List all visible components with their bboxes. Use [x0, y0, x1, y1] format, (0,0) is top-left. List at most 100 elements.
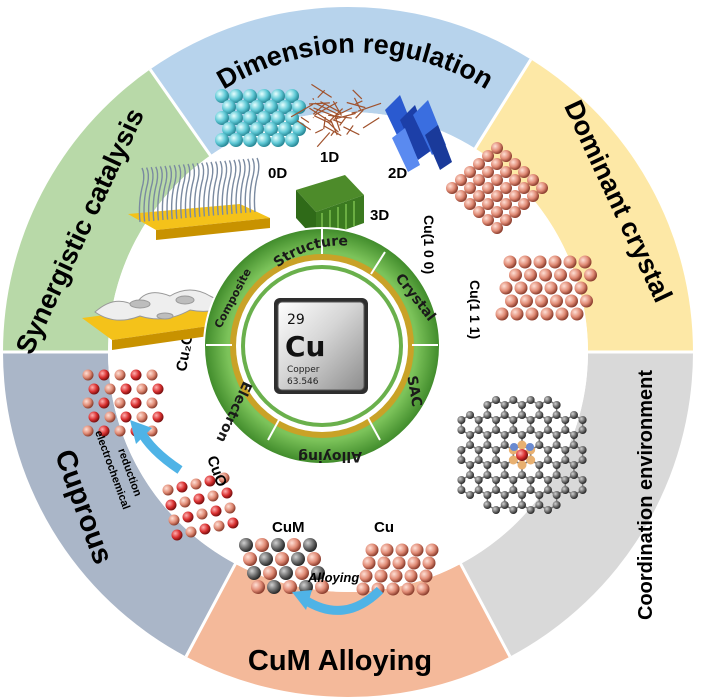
cu-atom	[520, 295, 533, 308]
carbon-atom	[553, 401, 561, 409]
carbon-atom	[570, 441, 578, 449]
inner-label-alloying: Alloying	[298, 448, 362, 464]
carbon-atom	[509, 506, 517, 514]
cu-atom	[518, 182, 530, 194]
label-alloying-arrow: Alloying	[307, 570, 359, 585]
carbon-atom	[561, 446, 569, 454]
carbon-atom	[475, 416, 483, 424]
carbon-atom	[518, 431, 526, 439]
carbon-atom	[509, 426, 517, 434]
cu-atom	[565, 295, 578, 308]
carbon-atom	[483, 411, 491, 419]
cu-atom	[482, 214, 494, 226]
cu2o-atom	[121, 412, 132, 423]
alloy-atom	[275, 552, 289, 566]
cu2o-atom	[131, 370, 142, 381]
carbon-atom	[570, 431, 578, 439]
carbon-atom	[466, 411, 474, 419]
cu-atom	[518, 198, 530, 210]
cu-atom	[564, 256, 577, 269]
cu-atom	[455, 174, 467, 186]
cu-atom	[482, 150, 494, 162]
carbon-atom	[483, 401, 491, 409]
cu2o-atom	[137, 384, 148, 395]
cu-atom	[411, 544, 424, 557]
cu-atom	[584, 269, 597, 282]
cu-atom	[519, 256, 532, 269]
carbon-atom	[501, 411, 509, 419]
cu-atom	[473, 158, 485, 170]
carbon-atom	[457, 446, 465, 454]
cu-atom	[381, 544, 394, 557]
carbon-atom	[457, 486, 465, 494]
carbon-atom	[483, 501, 491, 509]
cu-atom	[556, 308, 569, 321]
carbon-atom	[517, 461, 526, 470]
label-cu100: Cu(1 0 0)	[421, 215, 437, 274]
carbon-atom	[466, 491, 474, 499]
cu-atom	[375, 570, 388, 583]
carbon-atom	[466, 441, 474, 449]
alloy-atom	[279, 566, 293, 580]
cuo-atom	[191, 479, 202, 490]
cu-atom	[482, 198, 494, 210]
carbon-atom	[475, 476, 483, 484]
cuo-atom	[225, 503, 236, 514]
label-cum: CuM	[272, 519, 305, 536]
carbon-atom	[544, 486, 552, 494]
carbon-atom	[535, 431, 543, 439]
cu2o-atom	[83, 370, 94, 381]
carbon-atom	[509, 416, 517, 424]
cu-atom	[509, 190, 521, 202]
cu-atom	[541, 308, 554, 321]
cu-atom	[527, 174, 539, 186]
cu-atom	[571, 308, 584, 321]
cuo-atom	[228, 518, 239, 529]
cuo-atom	[222, 488, 233, 499]
cu-atom	[504, 256, 517, 269]
carbon-atom	[553, 471, 561, 479]
cu-atom	[464, 182, 476, 194]
carbon-atom	[492, 486, 500, 494]
carbon-atom	[518, 491, 526, 499]
cuo-atom	[186, 527, 197, 538]
cu-atom	[534, 256, 547, 269]
alloy-atom	[263, 566, 277, 580]
cuo-atom	[169, 515, 180, 526]
cuo-atom	[194, 494, 205, 505]
alloy-atom	[251, 580, 265, 594]
alloy-atom	[307, 552, 321, 566]
cu2o-atom	[89, 384, 100, 395]
carbon-atom	[579, 476, 587, 484]
carbon-atom	[544, 446, 552, 454]
element-name: Copper	[287, 365, 320, 375]
cuo-atom	[214, 521, 225, 532]
nanoparticle	[229, 133, 243, 147]
carbon-atom	[561, 456, 569, 464]
cu-atom	[378, 557, 391, 570]
carbon-atom	[535, 491, 543, 499]
carbon-atom	[501, 461, 509, 469]
carbon-atom	[553, 441, 561, 449]
label-cu111: Cu(1 1 1)	[467, 280, 483, 339]
carbon-atom	[509, 396, 517, 404]
label-3d: 3D	[370, 207, 389, 224]
carbon-atom	[535, 401, 543, 409]
cu-atom	[500, 166, 512, 178]
carbon-atom	[501, 471, 509, 479]
cu2o-atom	[83, 398, 94, 409]
sector-label-cum-alloying: CuM Alloying	[248, 645, 432, 677]
alloy-atom	[243, 552, 257, 566]
carbon-atom	[483, 491, 491, 499]
cu2o-atom	[153, 384, 164, 395]
cuo-atom	[166, 500, 177, 511]
nanoparticle	[285, 133, 299, 147]
cu-atom	[527, 190, 539, 202]
cuo-atom	[200, 524, 211, 535]
carbon-atom	[518, 411, 526, 419]
cu-atom	[500, 282, 513, 295]
cu-atom	[579, 256, 592, 269]
carbon-atom	[544, 426, 552, 434]
cu2o-atom	[115, 426, 126, 437]
